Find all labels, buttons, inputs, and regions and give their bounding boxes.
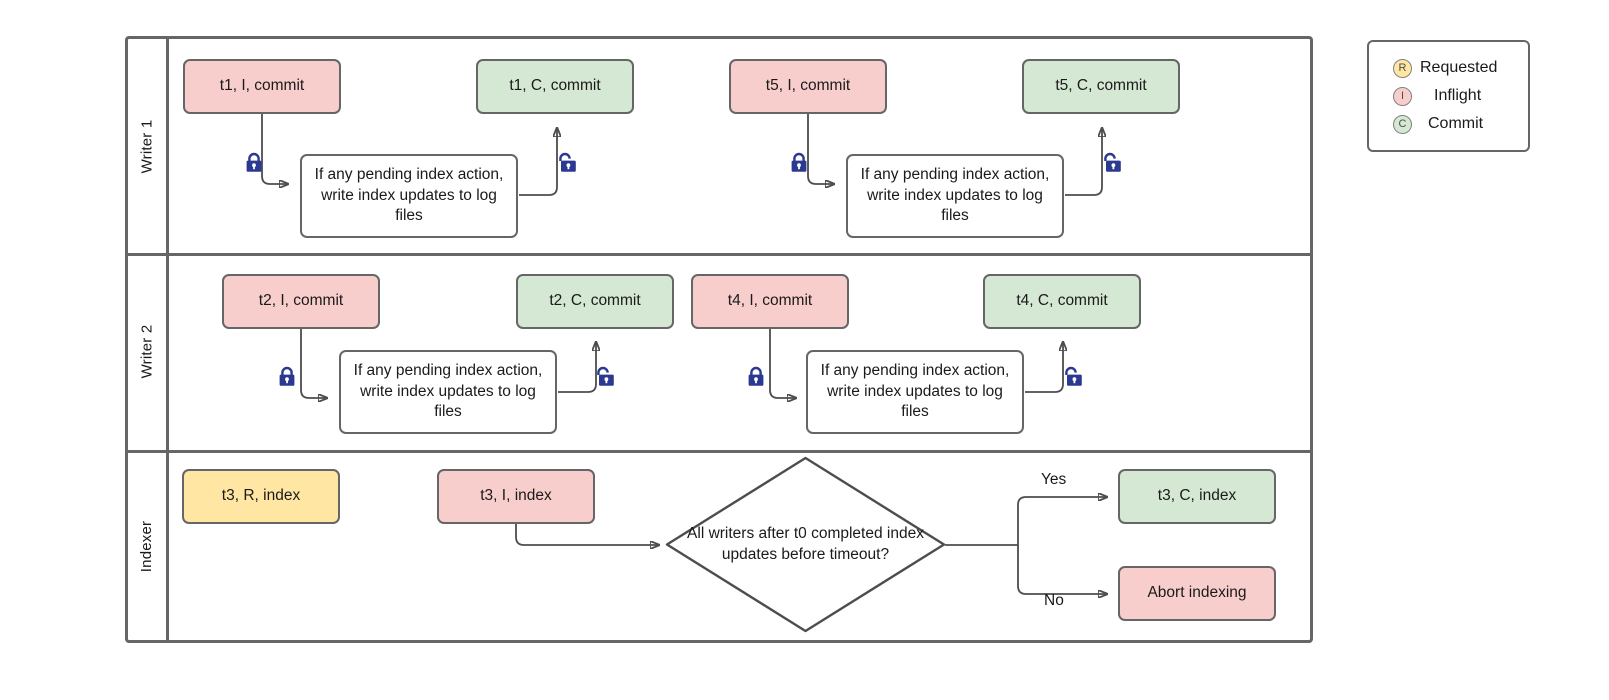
legend-item-requested: R Requested [1393,55,1528,81]
node-ix-t3-commit[interactable]: t3, C, index [1118,469,1276,524]
legend-item-inflight: I Inflight [1393,83,1528,109]
lane-title-writer-2-text: Writer 2 [138,324,156,379]
lock-open-icon [556,152,576,173]
edge-label-no: No [1044,592,1064,609]
node-ix-t3-requested[interactable]: t3, R, index [182,469,340,524]
node-w1-task-a[interactable]: If any pending index action, write index… [300,154,518,238]
lane-title-indexer-text: Indexer [138,520,156,573]
legend-box: R Requested I Inflight C Commit [1367,40,1530,152]
lock-closed-icon [746,366,766,387]
lock-closed-icon [277,366,297,387]
node-w2-t2-commit[interactable]: t2, C, commit [516,274,674,329]
node-w2-t4-commit[interactable]: t4, C, commit [983,274,1141,329]
legend-badge-commit-icon: C [1393,114,1412,134]
lane-title-writer-1-text: Writer 1 [138,119,156,173]
legend-badge-inflight-icon: I [1393,86,1412,106]
edge-label-yes: Yes [1041,471,1067,488]
node-w1-t5-commit[interactable]: t5, C, commit [1022,59,1180,114]
lock-closed-icon [244,152,264,173]
legend-badge-requested-icon: R [1393,58,1412,78]
lane-divider-1 [128,253,1310,256]
legend-label-inflight: Inflight [1434,87,1482,104]
lane-label-column-divider [166,39,169,640]
node-w1-t1-commit[interactable]: t1, C, commit [476,59,634,114]
lock-open-icon [1062,366,1082,387]
node-w2-t2-inflight[interactable]: t2, I, commit [222,274,380,329]
node-w1-t1-inflight[interactable]: t1, I, commit [183,59,341,114]
legend-item-commit: C Commit [1393,111,1528,137]
lane-title-writer-2: Writer 2 [128,253,166,450]
lane-title-writer-1: Writer 1 [128,39,166,253]
legend-label-requested: Requested [1420,59,1498,76]
node-w2-task-b[interactable]: If any pending index action, write index… [806,350,1024,434]
decision-all-writers-completed[interactable]: All writers after t0 completed index upd… [665,456,946,633]
node-w2-t4-inflight[interactable]: t4, I, commit [691,274,849,329]
node-w2-task-a[interactable]: If any pending index action, write index… [339,350,557,434]
legend-label-commit: Commit [1428,115,1484,132]
lock-closed-icon [789,152,809,173]
lane-title-indexer: Indexer [128,450,166,643]
node-w1-t5-inflight[interactable]: t5, I, commit [729,59,887,114]
node-ix-t3-inflight[interactable]: t3, I, index [437,469,595,524]
lock-open-icon [1101,152,1121,173]
lock-open-icon [594,366,614,387]
node-ix-abort[interactable]: Abort indexing [1118,566,1276,621]
lane-divider-2 [128,450,1310,453]
node-w1-task-b[interactable]: If any pending index action, write index… [846,154,1064,238]
